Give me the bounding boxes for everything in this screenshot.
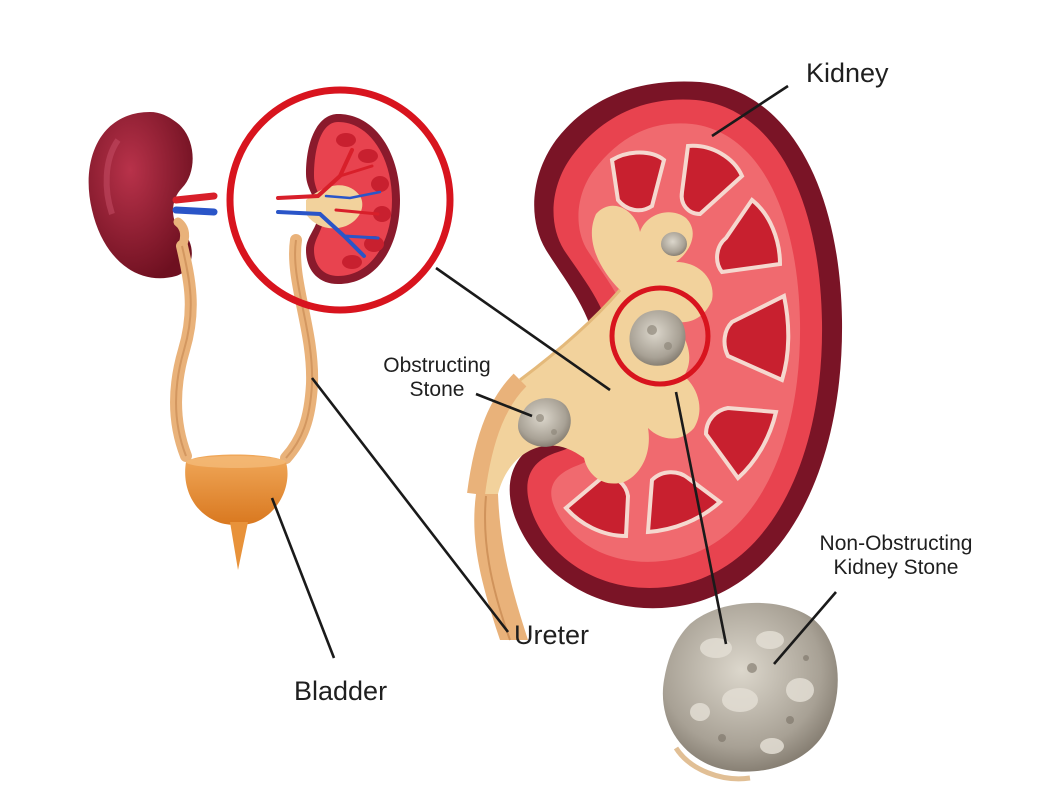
stone-connector xyxy=(674,391,728,645)
label-ureter: Ureter xyxy=(514,620,590,650)
large-ureter xyxy=(467,373,528,641)
label-non-obstructing-line1: Non-Obstructing xyxy=(819,532,973,555)
bladder xyxy=(185,454,288,570)
non-obstructing-leader xyxy=(773,591,837,665)
label-non-obstructing-stone: Non-Obstructing Kidney Stone xyxy=(796,532,996,579)
label-obstructing-line1: Obstructing xyxy=(383,354,491,377)
callout-lines xyxy=(270,84,837,665)
obstructing-stone-leader xyxy=(475,392,533,418)
kidney-leader xyxy=(711,84,789,138)
left-renal-vessels xyxy=(172,192,218,251)
label-obstructing-line2: Stone xyxy=(409,377,465,401)
label-obstructing-stone: Obstructing Stone xyxy=(362,354,512,401)
small-calyx-stone xyxy=(661,232,687,256)
stone-highlight-circle xyxy=(609,285,711,387)
bladder-leader xyxy=(270,497,336,659)
right-ureter xyxy=(280,234,319,464)
ureter-leader xyxy=(310,377,510,633)
left-kidney xyxy=(88,112,193,279)
non-obstructing-stone xyxy=(662,602,838,782)
label-non-obstructing-line2: Kidney Stone xyxy=(833,555,959,579)
label-bladder: Bladder xyxy=(294,676,388,706)
obstructing-stone xyxy=(518,398,571,447)
central-kidney-stone xyxy=(629,310,686,366)
zoom-highlight-circle xyxy=(226,86,454,314)
zoomed-kidney-section xyxy=(276,114,400,284)
label-kidney: Kidney xyxy=(806,58,889,88)
zoom-connector xyxy=(435,266,611,392)
